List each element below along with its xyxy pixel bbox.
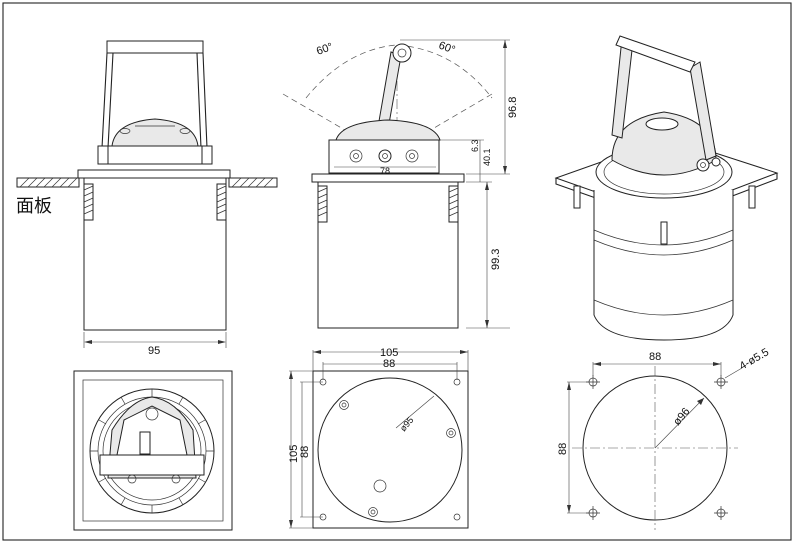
iso-cylinder	[593, 190, 734, 341]
panel-left	[16, 177, 80, 188]
angle-label-right: 60°	[437, 40, 457, 57]
dim-label-6-3: 6.3	[470, 139, 480, 152]
dim-label-78: 78	[380, 166, 390, 176]
cutout-view: 88 88 ø96 4-ø5.5	[557, 346, 771, 530]
dim-label-105-top: 105	[380, 347, 398, 359]
handle-grip	[106, 40, 204, 54]
dim-label-88-side: 88	[299, 446, 311, 458]
front-view-panel: 95 面板	[16, 40, 278, 357]
dim-label-holes: 4-ø5.5	[738, 346, 772, 372]
iso-handle	[615, 35, 696, 73]
panel-right	[228, 177, 278, 188]
dim-label-96-8: 96.8	[507, 97, 519, 118]
dim-label-88-top: 88	[383, 358, 395, 370]
dim-label-99-3: 99.3	[490, 249, 502, 270]
top-view-dial	[73, 370, 233, 531]
dim-label-40-1: 40.1	[482, 148, 492, 166]
dim-label-88-right-side: 88	[557, 443, 569, 455]
flange	[77, 169, 231, 179]
bottom-view: ø95 105 88 105 88	[288, 347, 469, 529]
isometric-view	[554, 35, 779, 341]
side-body	[317, 181, 459, 329]
panel-label: 面板	[16, 196, 52, 217]
side-view: 60° 60° 78 96.8 6.3 40.1 99.3	[282, 40, 519, 329]
body-cylinder	[83, 177, 227, 331]
dim-label-88-right-top: 88	[649, 351, 661, 363]
bottom-circle	[317, 377, 463, 523]
angle-label-left: 60°	[315, 41, 335, 58]
dim-label-105-side: 105	[288, 445, 300, 463]
dome-cap	[111, 118, 199, 147]
dim-label-95: 95	[148, 345, 160, 357]
handle-arms	[101, 52, 208, 149]
